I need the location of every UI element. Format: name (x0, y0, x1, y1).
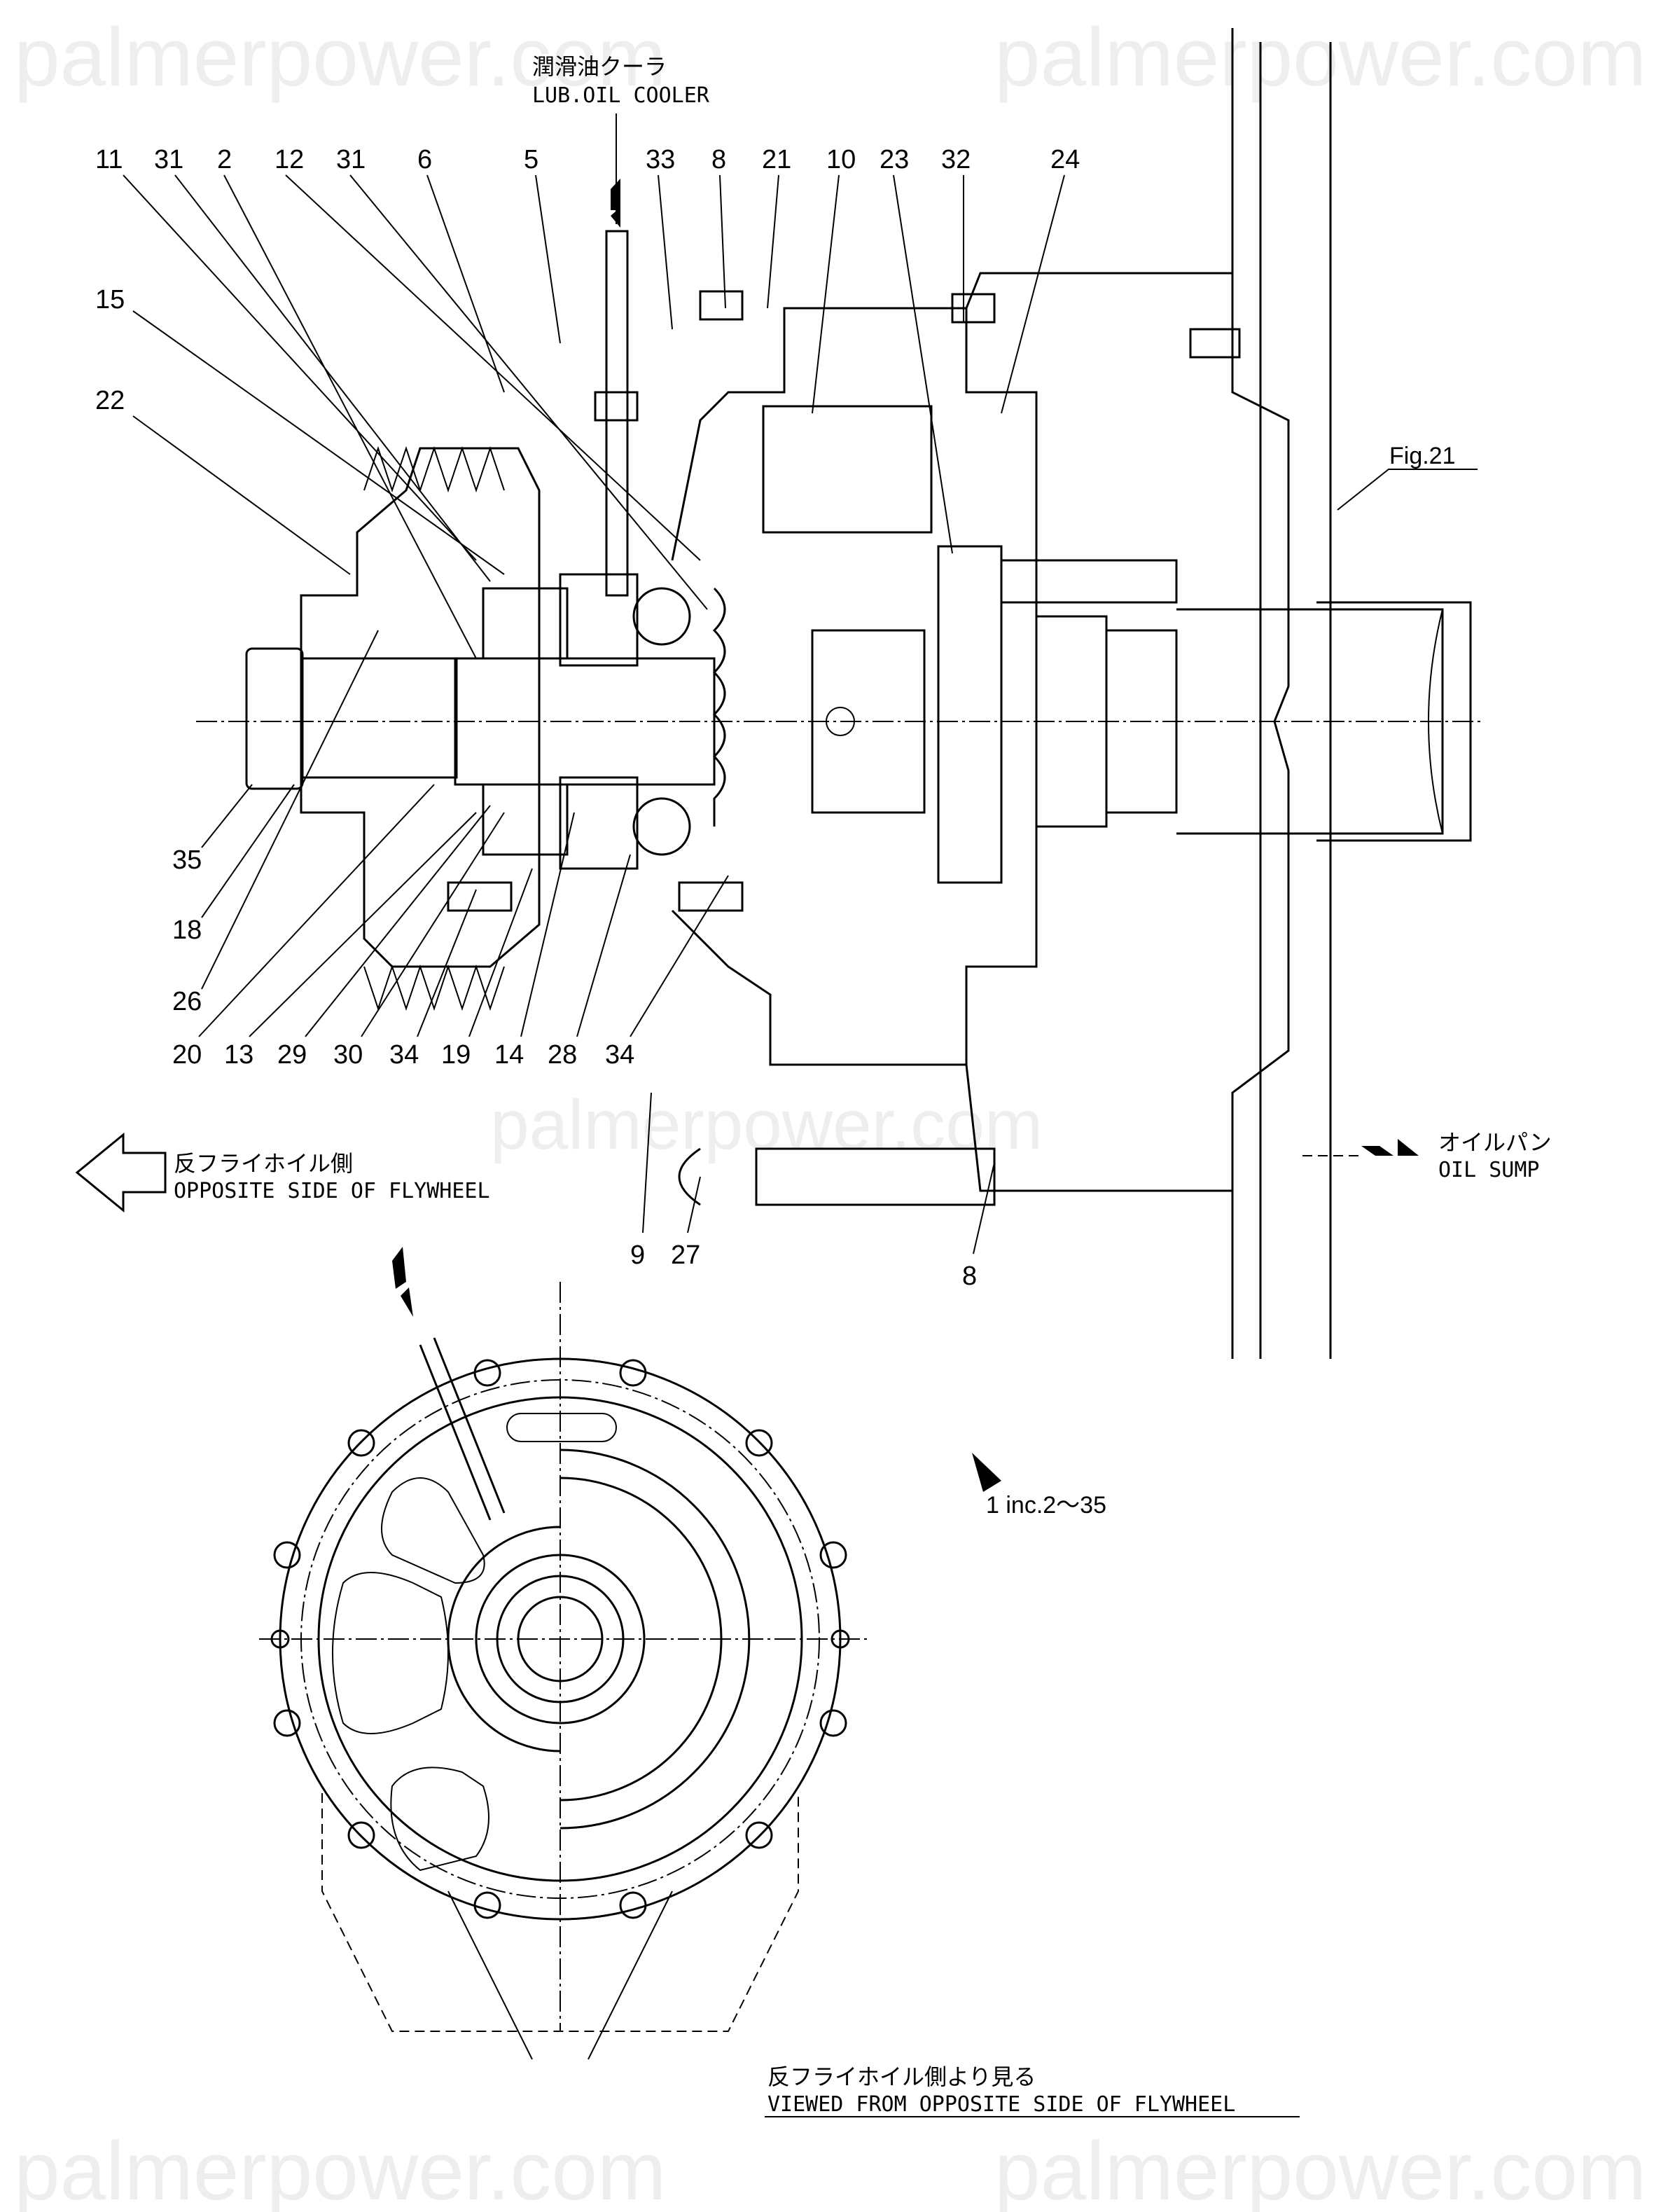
callout-label: 23 (880, 145, 909, 174)
view-caption-jp: 反フライホイル側より見る (767, 2064, 1036, 2090)
leader-line (201, 630, 379, 990)
oil-sump-jp: オイルパン (1438, 1129, 1552, 1156)
direction-arrow-icon (75, 1132, 167, 1213)
assembly-note: 1 inc.2～35 (986, 1492, 1106, 1519)
view-caption-en: VIEWED FROM OPPOSITE SIDE OF FLYWHEEL (767, 2092, 1235, 2117)
leader-line (201, 784, 253, 848)
callout-label: 15 (95, 285, 125, 314)
callout-label: 13 (224, 1040, 253, 1070)
fig-leader (1337, 469, 1478, 511)
callout-label: 12 (274, 145, 304, 174)
lub-oil-cooler-jp: 潤滑油クーラ (532, 53, 667, 80)
callout-label: 8 (711, 145, 726, 174)
oil-sump-en: OIL SUMP (1438, 1158, 1540, 1182)
callout-label: 31 (336, 145, 366, 174)
leader-line (201, 784, 295, 918)
callout-label: 20 (172, 1040, 202, 1070)
end-view (259, 1247, 868, 2060)
callout-label: 19 (441, 1040, 471, 1070)
leader-line (973, 1162, 995, 1254)
callout-label: 32 (941, 145, 971, 174)
watermark: palmerpower.com (14, 11, 666, 104)
callout-label: 21 (762, 145, 791, 174)
callout-label: 2 (217, 145, 232, 174)
watermark: palmerpower.com (994, 11, 1646, 104)
callout-label: 34 (389, 1040, 419, 1070)
callout-label: 11 (95, 145, 123, 174)
callout-label: 33 (646, 145, 675, 174)
leader-line (132, 310, 505, 575)
callout-label: 34 (605, 1040, 634, 1070)
fig-reference: Fig.21 (1389, 443, 1456, 469)
callout-label: 28 (548, 1040, 577, 1070)
side-section-view (196, 28, 1485, 1359)
callout-label: 10 (826, 145, 856, 174)
assembly-marker-icon (972, 1453, 1001, 1492)
callout-label: 24 (1050, 145, 1080, 174)
flow-arrow-icon (611, 179, 620, 210)
callout-label: 6 (417, 145, 432, 174)
top-callouts: 11 31 2 12 31 6 5 33 8 21 10 23 32 24 (95, 145, 1080, 174)
callout-label: 9 (630, 1240, 645, 1270)
callout-label: 30 (333, 1040, 363, 1070)
callout-label: 27 (671, 1240, 700, 1270)
leader-line (132, 415, 351, 575)
callout-label: 22 (95, 386, 125, 415)
bottom-callouts: 20 13 29 30 34 19 14 28 34 (172, 1040, 634, 1070)
watermark: palmerpower.com (994, 2125, 1646, 2212)
callout-label: 5 (524, 145, 538, 174)
watermark: palmerpower.com (490, 1086, 1043, 1164)
callout-label: 31 (154, 145, 183, 174)
opposite-side-en: OPPOSITE SIDE OF FLYWHEEL (174, 1179, 490, 1203)
opposite-side-jp: 反フライホイル側 (174, 1150, 353, 1177)
callout-label: 8 (962, 1261, 977, 1291)
bottom-leaders (198, 784, 729, 1037)
callout-label: 18 (172, 915, 202, 945)
leader-line (642, 1092, 652, 1233)
top-leaders (123, 174, 1065, 659)
leader-line (687, 1176, 701, 1233)
flow-arrow-icon (611, 207, 620, 228)
lub-oil-cooler-en: LUB.OIL COOLER (532, 83, 710, 108)
watermark: palmerpower.com (14, 2125, 666, 2212)
callout-label: 35 (172, 845, 202, 875)
callout-label: 26 (172, 987, 202, 1016)
callout-label: 29 (277, 1040, 307, 1070)
callout-label: 14 (494, 1040, 524, 1070)
